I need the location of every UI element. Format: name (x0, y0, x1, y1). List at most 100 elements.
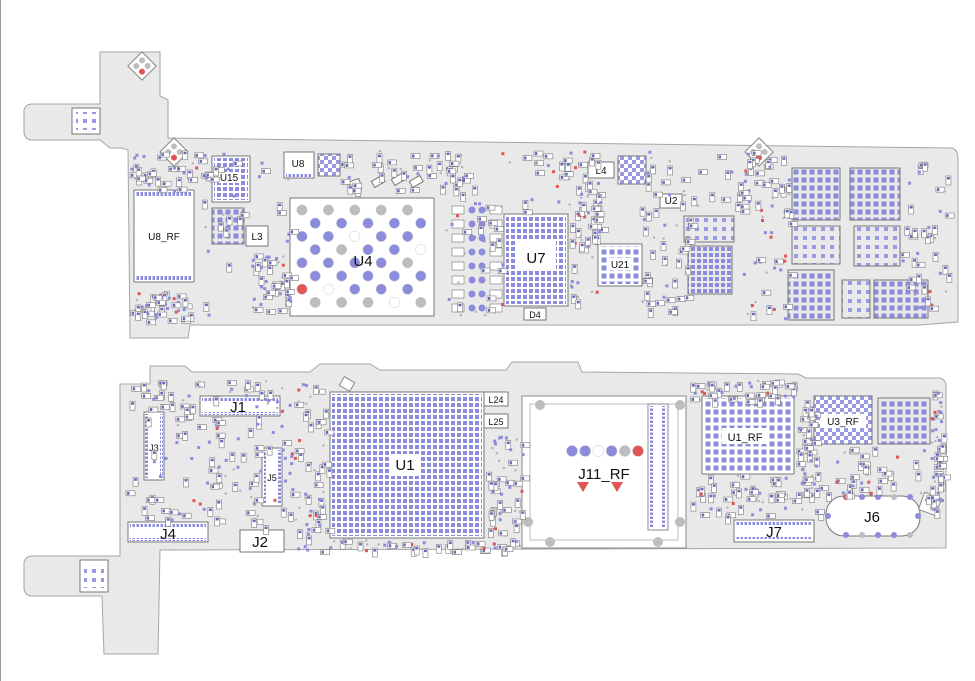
chip-bga[interactable] (849, 167, 901, 221)
chip-bga[interactable] (787, 269, 835, 321)
pad (755, 181, 759, 185)
via (590, 290, 594, 293)
lower-board: J1 J3 J5 J4 J2 (23, 361, 951, 655)
passive (783, 303, 793, 310)
pad (909, 278, 913, 282)
chip-bga[interactable] (687, 245, 733, 295)
chip-bga[interactable] (841, 279, 871, 319)
connector-j6[interactable]: J6 (825, 494, 921, 538)
chip-label: U8_RF (148, 232, 180, 243)
chip-u1[interactable]: U1 (329, 391, 485, 539)
pad (495, 227, 499, 231)
chip-u8-rf[interactable]: U8_RF (133, 189, 195, 283)
pad (801, 417, 805, 421)
pad (571, 240, 575, 243)
passive (452, 549, 462, 555)
passive (125, 490, 136, 497)
pad (725, 383, 729, 386)
chip-label: L3 (251, 232, 263, 243)
chip-u1-rf[interactable]: U1_RF (701, 395, 795, 475)
pad (879, 479, 883, 483)
chip-u4[interactable]: U4 (289, 197, 435, 317)
chip-u21[interactable]: U21 (597, 243, 643, 287)
chip-qfn[interactable] (211, 207, 245, 245)
pad (895, 455, 899, 459)
pad (177, 309, 181, 313)
pad (649, 309, 653, 312)
chip-label: D4 (529, 310, 541, 320)
bga-ball (322, 283, 334, 295)
chip-bga[interactable] (791, 225, 841, 265)
passive (303, 412, 309, 422)
pad (923, 286, 927, 289)
pad (576, 212, 580, 216)
passive (160, 151, 170, 158)
via (222, 213, 225, 216)
pad (268, 391, 272, 394)
pad (131, 311, 135, 315)
pad (146, 516, 150, 520)
chip-u7[interactable]: U7 (503, 213, 569, 307)
pad (805, 446, 808, 450)
inductor-l24[interactable] (483, 391, 509, 407)
pad (183, 514, 186, 518)
inductor-l25[interactable] (483, 413, 509, 429)
passive (313, 482, 324, 488)
pad (520, 489, 524, 493)
shield-j11-rf[interactable]: J11_RF (521, 395, 687, 549)
connector-j2[interactable]: J2 (239, 529, 285, 553)
pad (937, 498, 941, 502)
pad (211, 178, 214, 182)
chip-bga[interactable] (877, 397, 931, 445)
chip-bga[interactable] (791, 167, 841, 221)
pad (785, 209, 789, 213)
connector-j3[interactable]: J3 (143, 411, 165, 481)
passive (340, 179, 351, 185)
chip-u3-rf[interactable]: U3_RF (813, 395, 873, 445)
passive (188, 177, 198, 183)
connector-label: J6 (864, 509, 880, 526)
passive (487, 220, 498, 226)
pad (746, 152, 750, 156)
passive (436, 161, 443, 171)
pad (170, 518, 174, 522)
pad (142, 155, 146, 159)
passive (485, 204, 496, 211)
passive (254, 497, 264, 504)
chip-qfn[interactable] (617, 155, 647, 185)
pad (930, 303, 934, 307)
chip-u8[interactable]: U8 (283, 151, 315, 179)
connector-pad (907, 494, 913, 500)
pad (750, 490, 753, 494)
pad (773, 266, 777, 270)
passive (171, 302, 182, 309)
chip-bga[interactable] (853, 225, 901, 267)
pad (137, 292, 141, 296)
connector-j1[interactable]: J1 (199, 395, 281, 417)
diode-d4[interactable] (523, 307, 547, 321)
inductor-l3[interactable] (245, 225, 269, 247)
pad (297, 547, 301, 551)
via (757, 379, 760, 383)
passive (460, 192, 466, 202)
pad (916, 472, 920, 476)
passive (721, 196, 732, 203)
chip-bga[interactable] (873, 279, 929, 319)
via (181, 399, 185, 402)
pad (290, 276, 293, 280)
connector-j5[interactable]: J5 (261, 447, 283, 507)
chip-qfn[interactable] (317, 153, 341, 177)
passive (232, 160, 243, 167)
passive (181, 315, 192, 322)
rf-pad (579, 445, 591, 457)
pad (127, 491, 130, 495)
pad (523, 156, 527, 160)
connector-j7[interactable]: J7 (733, 519, 815, 543)
pad (152, 451, 156, 454)
pad (780, 185, 784, 188)
passive (451, 205, 465, 215)
pad (810, 423, 813, 427)
pad (431, 154, 434, 158)
passive (451, 219, 465, 229)
